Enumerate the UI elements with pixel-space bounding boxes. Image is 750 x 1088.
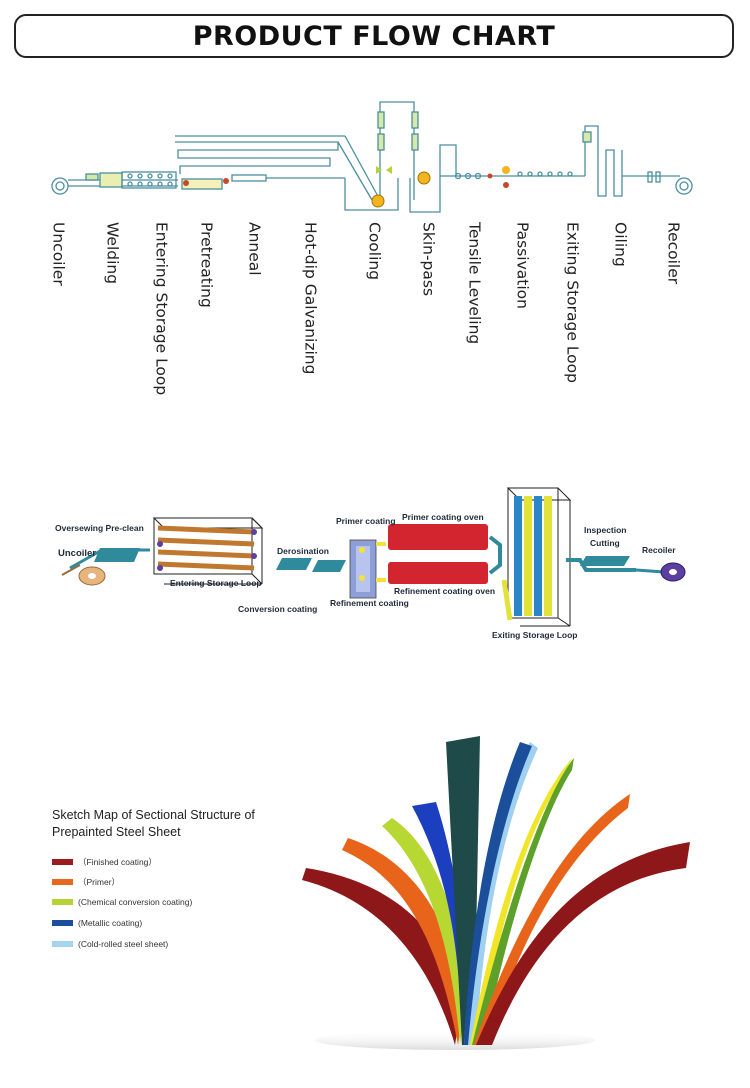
label-primer-coating: Primer coating [336, 516, 396, 526]
title-banner: PRODUCT FLOW CHART [14, 14, 734, 58]
legend-label: （Finished coating） [78, 857, 157, 867]
legend-swatch [52, 941, 73, 947]
label-refinement-coating-oven: Refinement coating oven [394, 586, 496, 596]
legend-item-metallic-coating: (Metallic coating) [52, 918, 142, 928]
stage-label-welding: Welding [103, 222, 122, 285]
label-refinement-coating: Refinement coating [330, 598, 409, 608]
structure-title-line-1: Sketch Map of Sectional Structure of [52, 808, 255, 822]
galvanizing-line-diagram [51, 101, 693, 213]
legend-label: （Primer） [78, 877, 121, 887]
label-recoiler: Recoiler [642, 545, 676, 555]
structure-title-line-2: Prepainted Steel Sheet [52, 825, 181, 839]
stage-label-oiling: Oiling [611, 222, 630, 267]
sectional-structure-illustration [302, 736, 690, 1050]
stage-label-recoiler: Recoiler [664, 222, 683, 285]
label-oversewing-pre-clean: Oversewing Pre-clean [55, 523, 144, 533]
stage-label-passivation: Passivation [513, 222, 532, 309]
legend-swatch [52, 899, 73, 905]
legend-item-primer: （Primer） [52, 876, 120, 888]
legend-swatch [52, 859, 73, 865]
coating-line-diagram [61, 487, 686, 627]
label-exiting-storage-loop: Exiting Storage Loop [492, 630, 578, 640]
stage-label-cooling: Cooling [365, 222, 384, 281]
stage-label-anneal: Anneal [245, 222, 264, 276]
legend-label: (Chemical conversion coating) [78, 897, 193, 907]
label-cutting: Cutting [590, 538, 620, 548]
stage-label-pretreating: Pretreating [197, 222, 216, 308]
label-conversion-coating: Conversion coating [238, 604, 318, 614]
stage-label-skin-pass: Skin-pass [419, 222, 438, 297]
stage-label-entering-storage-loop: Entering Storage Loop [152, 222, 171, 396]
label-entering-storage-loop: Entering Storage Loop [170, 578, 262, 588]
legend-swatch [52, 879, 73, 885]
legend-swatch [52, 920, 73, 926]
structure-title: Sketch Map of Sectional Structure of Pre… [52, 807, 255, 841]
legend-item-cold-rolled-steel-sheet: (Cold-rolled steel sheet) [52, 939, 168, 949]
label-uncoiler: Uncoiler [58, 548, 97, 559]
legend-item-finished-coating: （Finished coating） [52, 856, 157, 868]
label-derosination: Derosination [277, 546, 329, 556]
stage-label-exiting-storage-loop: Exiting Storage Loop [563, 222, 582, 383]
stage-label-tensile-leveling: Tensile Leveling [465, 222, 484, 345]
label-primer-coating-oven: Primer coating oven [402, 512, 484, 522]
legend-item-chemical-conversion-coating: (Chemical conversion coating) [52, 897, 192, 907]
label-inspection: Inspection [584, 525, 627, 535]
legend-label: (Metallic coating) [78, 918, 143, 928]
page-title: PRODUCT FLOW CHART [192, 20, 556, 52]
legend-label: (Cold-rolled steel sheet) [78, 939, 169, 949]
stage-label-hot-dip-galvanizing: Hot-dip Galvanizing [301, 222, 320, 375]
stage-label-uncoiler: Uncoiler [49, 222, 68, 286]
